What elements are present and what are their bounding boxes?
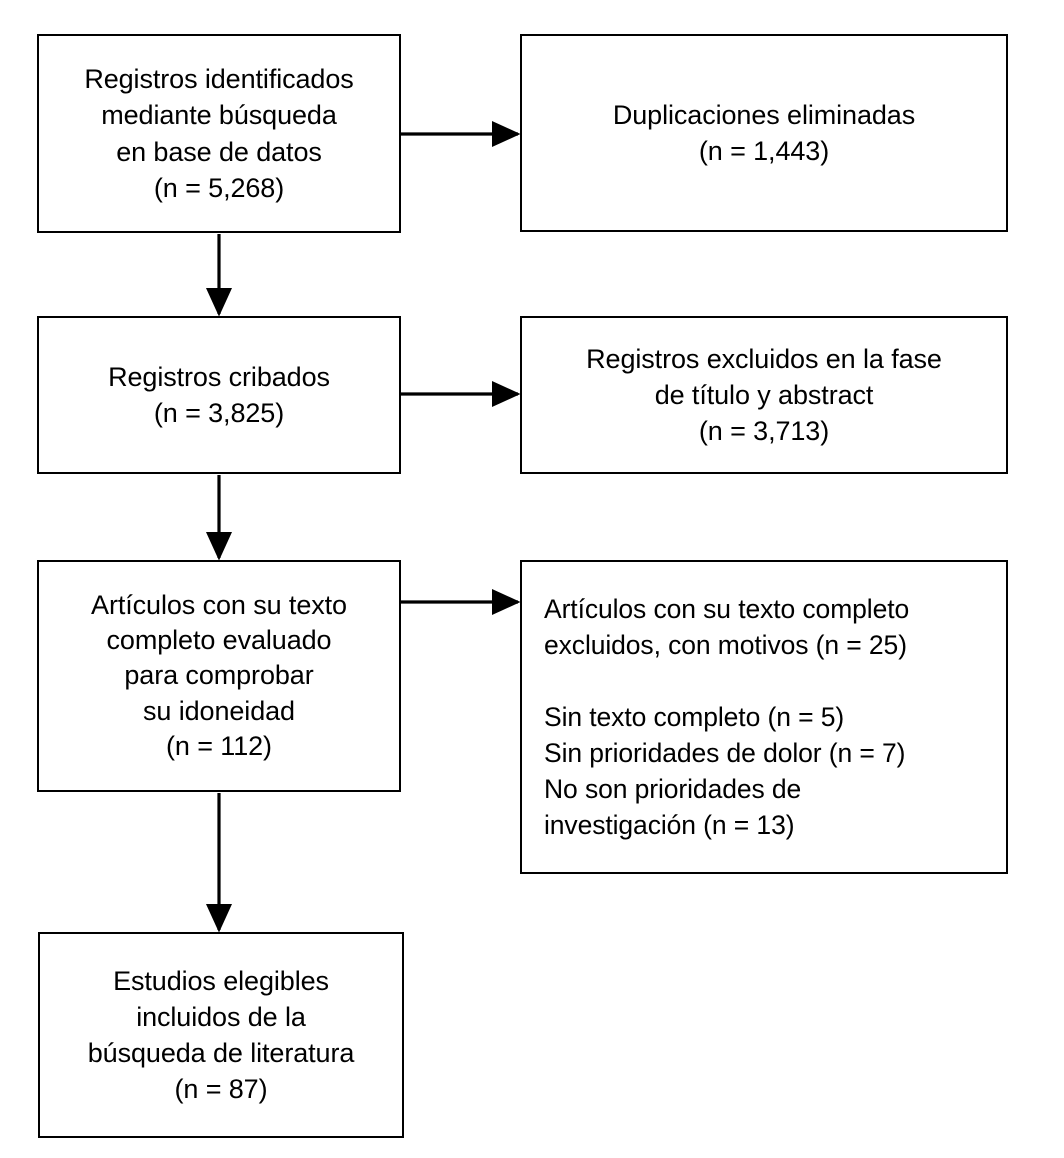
- box-fulltext-assessed-label: Artículos con su texto completo evaluado…: [91, 590, 347, 761]
- box-records-identified: Registros identificados mediante búsqued…: [37, 34, 401, 233]
- box-records-excluded-title-abstract: Registros excluidos en la fase de título…: [520, 316, 1008, 474]
- box-records-excluded-title-abstract-label: Registros excluidos en la fase de título…: [586, 343, 942, 447]
- box-records-identified-label: Registros identificados mediante búsqued…: [84, 64, 354, 203]
- box-fulltext-assessed: Artículos con su texto completo evaluado…: [37, 560, 401, 792]
- box-records-screened-label: Registros cribados (n = 3,825): [108, 361, 330, 428]
- box-studies-included-label: Estudios elegibles incluidos de la búsqu…: [87, 965, 355, 1105]
- box-studies-included: Estudios elegibles incluidos de la búsqu…: [38, 932, 404, 1138]
- box-duplicates-removed: Duplicaciones eliminadas (n = 1,443): [520, 34, 1008, 232]
- box-duplicates-removed-label: Duplicaciones eliminadas (n = 1,443): [612, 99, 916, 166]
- box-fulltext-excluded-with-reasons: Artículos con su texto completo excluido…: [520, 560, 1008, 874]
- box-fulltext-excluded-with-reasons-label: Artículos con su texto completo excluido…: [544, 593, 910, 841]
- box-records-screened: Registros cribados (n = 3,825): [37, 316, 401, 474]
